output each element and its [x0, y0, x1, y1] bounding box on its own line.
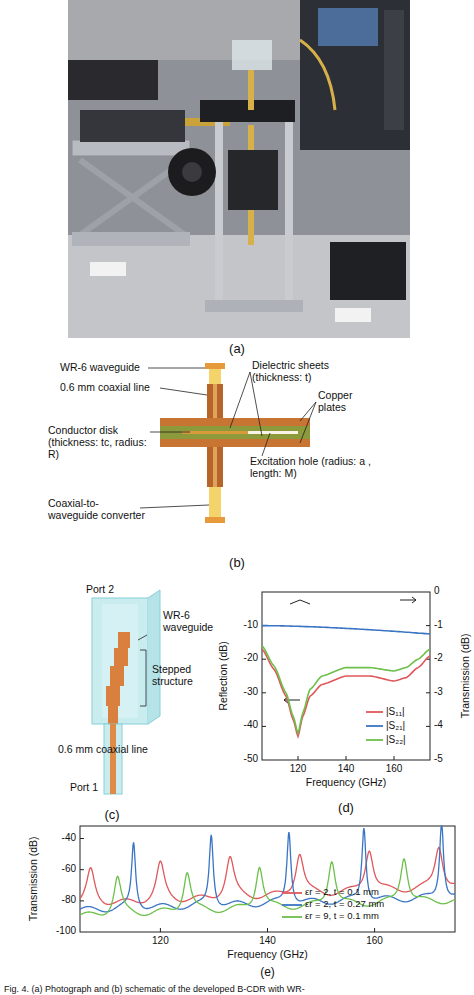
tick-label: -3 [434, 686, 464, 697]
waveguide-model [92, 590, 160, 794]
tick-label: -40 [218, 719, 258, 730]
resonance-curve [80, 859, 455, 916]
tick-label: -2 [434, 652, 464, 663]
legend-sample [282, 916, 302, 918]
legend-text: εr = 2, t = 0.27 mm [305, 899, 435, 910]
tick-label: -1 [434, 619, 464, 630]
port-name: Port 2 [86, 584, 146, 596]
plot-curves [80, 626, 455, 917]
part-name: WR-6 waveguide [60, 362, 150, 374]
figure-caption: Fig. 4. (a) Photograph and (b) schematic… [4, 984, 470, 994]
panel-label: (c) [92, 808, 132, 823]
part-name: 0.6 mm coaxial line [58, 744, 168, 756]
legend-text: |S₂₁| [386, 720, 430, 731]
panel-label: (e) [243, 966, 293, 979]
part-name: Dielectric sheets (thickness: t) [252, 360, 352, 384]
axis-title: Frequency (GHz) [286, 777, 406, 789]
panel-label: (b) [212, 556, 262, 571]
s22-curve [262, 646, 430, 733]
legend-sample [282, 892, 302, 894]
schematic [140, 363, 316, 523]
axis-title: Transmission (dB) [28, 819, 40, 939]
part-name: Coaxial-to-waveguide converter [48, 498, 148, 522]
photograph [68, 0, 410, 338]
tick-label: 160 [355, 935, 395, 946]
resonance-curve [80, 826, 455, 912]
tick-label: -100 [36, 925, 76, 936]
tick-label: 120 [278, 763, 318, 774]
port-name: Port 1 [70, 782, 120, 794]
tick-label: -20 [218, 652, 258, 663]
part-name: 0.6 mm coaxial line [60, 382, 160, 394]
legend-sample [366, 725, 383, 727]
tick-label: -4 [434, 719, 464, 730]
part-name: WR-6 waveguide [163, 610, 227, 634]
tick-label: 140 [326, 763, 366, 774]
tick-label: -10 [218, 619, 258, 630]
legend-text: εr = 9, t = 0.1 mm [305, 911, 435, 922]
axis-title: Transmission (dB) [460, 611, 472, 741]
part-name: Stepped structure [152, 664, 216, 688]
plot-frame [262, 592, 430, 760]
axis-title: Frequency (GHz) [208, 949, 328, 961]
tick-label: -30 [218, 686, 258, 697]
legend-text: |S₁₁| [386, 706, 430, 717]
axis-title: Reflection (dB) [218, 611, 230, 741]
tick-label: -50 [218, 753, 258, 764]
legend-sample [366, 711, 383, 713]
tick-label: 120 [140, 935, 180, 946]
part-name: Excitation hole (radius: a , length: M) [250, 456, 380, 480]
tick-label: 160 [374, 763, 414, 774]
legend-sample [282, 904, 302, 906]
s11-curve [262, 649, 430, 736]
tick-label: -5 [434, 753, 464, 764]
panel-label: (d) [321, 801, 371, 816]
tick-label: -80 [36, 894, 76, 905]
legend-text: εr = 2, t = 0.1 mm [305, 887, 435, 898]
legend-text: |S₂₂| [386, 734, 430, 745]
tick-label: 0 [434, 585, 464, 596]
tick-label: -40 [36, 832, 76, 843]
tick-label: -60 [36, 863, 76, 874]
panel-label: (a) [212, 342, 262, 357]
s21-curve [262, 626, 430, 634]
plot-frame [80, 826, 455, 932]
part-name: Copper plates [318, 390, 378, 414]
legend-sample [366, 739, 383, 741]
tick-label: 140 [248, 935, 288, 946]
part-name: Conductor disk (thickness: tc, radius: R… [48, 425, 160, 460]
